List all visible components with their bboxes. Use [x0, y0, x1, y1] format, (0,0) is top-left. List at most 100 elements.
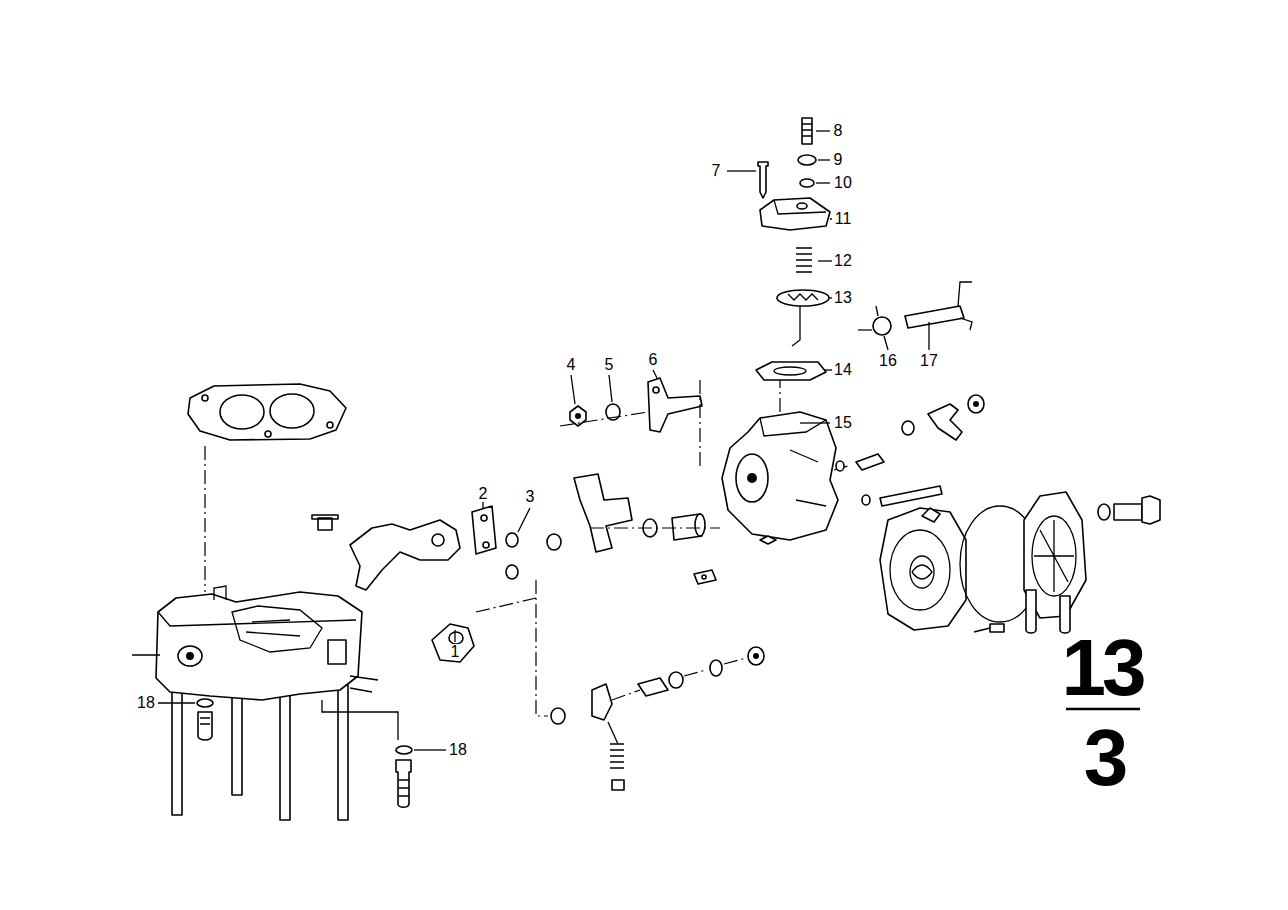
body-screw	[158, 699, 213, 740]
carburettor-body	[186, 652, 194, 660]
cover-stack	[797, 203, 807, 209]
body-screw	[197, 699, 213, 707]
choke-cover	[1098, 504, 1110, 520]
carburettor-body	[158, 612, 356, 626]
choke-cover	[880, 508, 966, 630]
callout-number: 2	[478, 486, 489, 502]
choke-housing	[790, 450, 826, 506]
choke-lever-parts	[648, 378, 702, 432]
flange-gasket	[220, 395, 264, 429]
cover-stack	[802, 124, 812, 136]
cover-stack	[727, 118, 832, 380]
assembly-line	[476, 580, 548, 716]
callout-number: 17	[919, 353, 939, 369]
linkage-parts	[432, 624, 474, 662]
lower-linkage	[551, 570, 764, 790]
choke-lever-parts	[560, 370, 702, 470]
callout-number: 8	[833, 123, 844, 139]
leader-line	[816, 130, 830, 131]
leader-line	[482, 502, 483, 508]
leader-line	[609, 375, 612, 402]
flange-gasket	[265, 431, 271, 437]
choke-cover	[1034, 520, 1074, 592]
choke-cover	[922, 508, 940, 522]
choke-cover	[862, 495, 870, 505]
assembly-line	[560, 380, 700, 470]
spring	[796, 248, 812, 272]
choke-cover	[890, 530, 950, 610]
body-screw	[399, 780, 409, 796]
lower-linkage	[694, 570, 716, 584]
choke-cover	[902, 421, 914, 435]
choke-housing	[760, 418, 826, 436]
carburettor-body	[232, 606, 322, 652]
group-number: 13	[1061, 628, 1144, 708]
callout-number: 5	[604, 357, 615, 373]
leader-line	[884, 336, 888, 350]
choke-cover	[856, 454, 884, 470]
cover-stack	[760, 198, 830, 230]
choke-shaft	[905, 306, 964, 328]
cover-stack	[758, 162, 768, 198]
flange-gasket	[270, 394, 314, 428]
flange-gasket	[188, 384, 346, 440]
linkage-parts	[481, 515, 487, 521]
body-screw	[396, 746, 412, 754]
assembly-line	[590, 527, 720, 528]
cover-stack	[798, 155, 816, 165]
lower-linkage	[608, 722, 618, 744]
carburettor-body	[338, 685, 348, 820]
lower-linkage	[592, 684, 612, 720]
choke-housing	[736, 454, 768, 502]
leader-line	[830, 218, 832, 219]
cover-stack	[777, 290, 829, 306]
callout-number: 15	[833, 415, 853, 431]
callout-number: 4	[566, 357, 577, 373]
choke-cover	[834, 395, 1160, 633]
leader-line	[824, 369, 832, 370]
cover-stack	[774, 200, 826, 214]
carburettor-body	[178, 646, 202, 666]
linkage-parts	[312, 474, 720, 716]
cover-stack	[802, 118, 812, 144]
leader-line	[727, 170, 756, 171]
choke-cover	[1032, 516, 1076, 596]
leader-line	[158, 702, 195, 703]
linkage-parts	[472, 506, 496, 554]
callout-number: 16	[878, 353, 898, 369]
body-screw	[322, 700, 446, 807]
leader-line	[800, 422, 830, 423]
linkage-parts	[449, 632, 463, 644]
choke-cover	[880, 486, 942, 506]
lower-linkage	[638, 678, 668, 696]
linkage-parts	[483, 542, 489, 548]
callout-number: 12	[833, 253, 853, 269]
flange-gasket	[202, 395, 208, 401]
callout-number: 14	[833, 362, 853, 378]
lower-linkage	[612, 780, 624, 790]
choke-cover	[1114, 504, 1142, 520]
choke-lever-parts	[575, 413, 581, 419]
choke-cover	[990, 624, 1004, 632]
choke-cover	[836, 461, 844, 471]
cover-stack	[756, 362, 826, 380]
choke-cover	[1142, 496, 1160, 524]
choke-cover	[1026, 590, 1036, 633]
linkage-parts	[506, 533, 518, 547]
linkage-parts	[432, 534, 444, 546]
lower-linkage	[748, 647, 764, 665]
choke-housing	[747, 473, 757, 483]
choke-housing	[760, 536, 776, 544]
choke-cover	[973, 401, 979, 407]
choke-cover	[974, 628, 990, 632]
choke-cover	[968, 395, 984, 413]
carburettor-body	[172, 680, 182, 815]
linkage-parts	[350, 520, 460, 590]
choke-shaft	[876, 306, 878, 316]
linkage-parts	[547, 534, 561, 550]
callout-number: 11	[834, 211, 853, 227]
fraction-bar	[1066, 708, 1140, 710]
flange-gasket	[327, 422, 333, 428]
carburettor-body	[280, 690, 290, 820]
callout-number: 3	[525, 489, 536, 505]
